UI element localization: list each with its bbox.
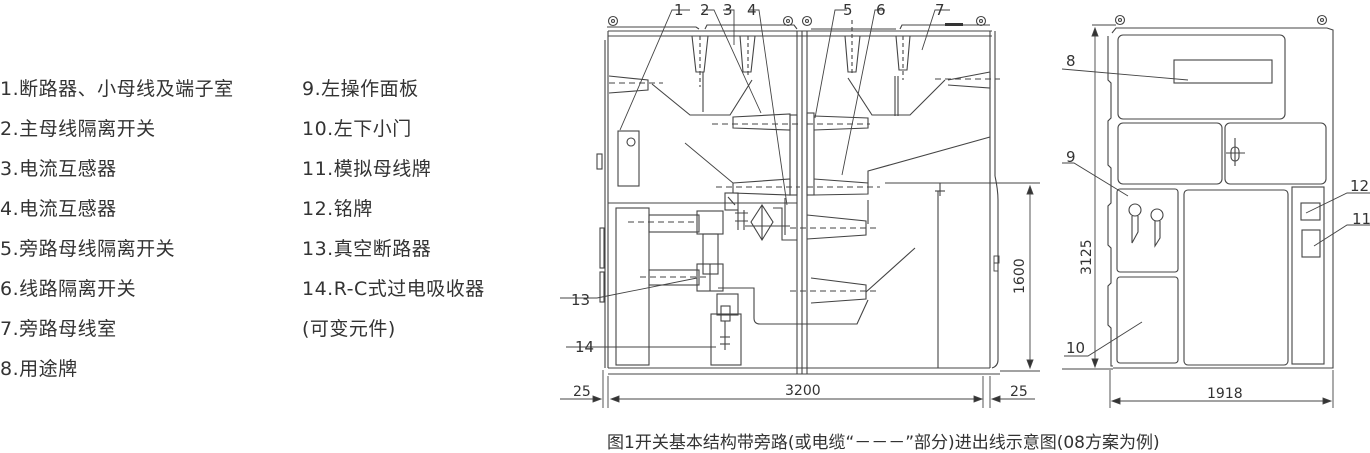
mimic-bus-plate: [1301, 229, 1321, 258]
legend-item-14-note: (可变元件): [302, 318, 396, 340]
breaker-pole: [696, 210, 724, 235]
legend-item-3: 3.电流互感器: [0, 158, 117, 180]
dim-width-3200: 3200: [785, 383, 821, 399]
side-view-dimensions: [560, 182, 1040, 408]
figure-caption: 图1开关基本结构带旁路(或电缆“－－－”部分)进出线示意图(08方案为例): [607, 433, 1160, 453]
callout-12: 12: [1350, 177, 1369, 195]
front-view-dimensions: [1062, 24, 1334, 408]
compartment-1-box: [617, 130, 640, 187]
callout-11: 11: [1352, 210, 1370, 228]
side-view-callouts: [560, 9, 950, 348]
dim-width-1918: 1918: [1207, 386, 1243, 402]
dim-height-3125: 3125: [1079, 239, 1095, 275]
usage-plate: [1173, 59, 1273, 84]
callout-3: 3: [723, 1, 733, 19]
dim-height-1600: 1600: [1012, 258, 1028, 294]
left-operation-panel: [1116, 188, 1179, 273]
legend-item-14: 14.R-C式过电吸收器: [302, 278, 485, 300]
legend-item-2: 2.主母线隔离开关: [0, 118, 156, 140]
callout-14: 14: [575, 338, 594, 356]
front-view-dimension-labels: 3125 1918: [1079, 239, 1243, 402]
compartment-box: [615, 207, 650, 366]
legend-right-column: 9.左操作面板 10.左下小门 11.模拟母线牌 12.铭牌 13.真空断路器 …: [302, 69, 485, 349]
side-view-callout-numbers: 1 2 3 4 5 6 7 13 14: [571, 1, 945, 356]
callout-9: 9: [1066, 148, 1076, 166]
side-view: [596, 15, 1010, 375]
callout-5: 5: [843, 1, 853, 19]
legend-left-column: 1.断路器、小母线及端子室 2.主母线隔离开关 3.电流互感器 4.电流互感器 …: [0, 69, 234, 389]
left-lower-door: [1116, 276, 1179, 364]
dim-right-gap: 25: [1010, 384, 1028, 400]
roof-plate: [945, 23, 963, 26]
legend-item-5: 5.旁路母线隔离开关: [0, 238, 176, 260]
callout-13: 13: [571, 291, 590, 309]
legend-item-12: 12.铭牌: [302, 198, 373, 220]
callout-4: 4: [747, 1, 757, 19]
callout-7: 7: [935, 1, 945, 19]
legend-item-11: 11.模拟母线牌: [302, 158, 432, 180]
legend-item-8: 8.用途牌: [0, 358, 78, 380]
nameplate: [1300, 202, 1321, 221]
callout-1: 1: [674, 1, 684, 19]
lifting-eye-icon: [607, 15, 987, 27]
legend-item-13: 13.真空断路器: [302, 238, 432, 260]
front-view-callout-numbers: 8 9 10 11 12: [1066, 52, 1370, 357]
callout-6: 6: [876, 1, 886, 19]
callout-2: 2: [700, 1, 710, 19]
side-view-dimension-labels: 25 3200 25 1600: [573, 258, 1028, 400]
callout-10: 10: [1066, 339, 1085, 357]
dim-left-gap: 25: [573, 384, 591, 400]
front-view: [1107, 14, 1334, 369]
front-view-callouts: [1061, 68, 1370, 357]
legend-item-4: 4.电流互感器: [0, 198, 117, 220]
legend-item-6: 6.线路隔离开关: [0, 278, 137, 300]
callout-8: 8: [1066, 52, 1076, 70]
legend-item-9: 9.左操作面板: [302, 78, 419, 100]
legend-item-1: 1.断路器、小母线及端子室: [0, 78, 234, 100]
legend-item-7: 7.旁路母线室: [0, 318, 117, 340]
legend-item-10: 10.左下小门: [302, 118, 412, 140]
